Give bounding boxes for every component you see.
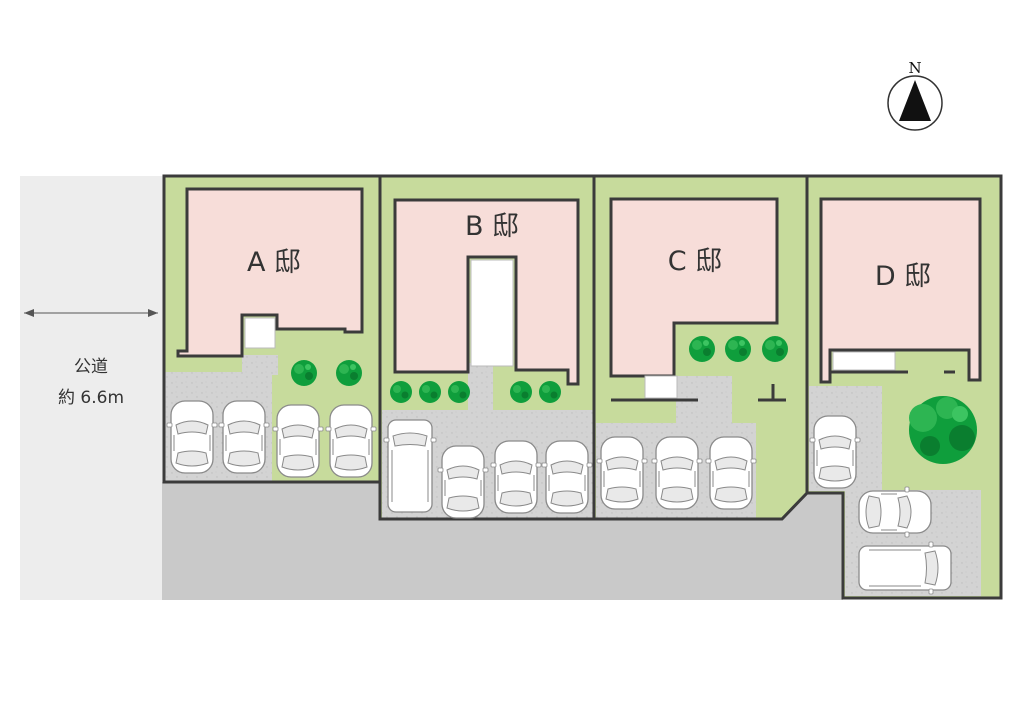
car <box>651 436 703 510</box>
north-compass: N <box>887 59 943 131</box>
road-width-arrow <box>24 309 158 317</box>
lot-b-label: B 邸 <box>465 211 519 242</box>
shrub <box>689 336 715 362</box>
lot-d-house <box>819 197 982 384</box>
lot-d <box>805 174 1003 600</box>
shrub <box>291 360 317 386</box>
lot-a-house <box>176 187 364 358</box>
north-label: N <box>908 59 921 77</box>
lot-a-label: A 邸 <box>247 247 301 278</box>
lot-b-house <box>393 198 580 386</box>
car <box>272 404 324 478</box>
van <box>858 541 952 595</box>
public-road <box>20 176 164 600</box>
lot-d-label: D 邸 <box>875 261 931 292</box>
car <box>325 404 377 478</box>
car <box>437 445 489 519</box>
private-road <box>162 482 843 600</box>
car <box>490 440 542 514</box>
van <box>383 419 437 513</box>
car <box>809 415 861 489</box>
shrub <box>510 381 532 403</box>
car <box>541 440 593 514</box>
shrub <box>448 381 470 403</box>
north-arrow-icon <box>899 80 931 121</box>
car <box>218 400 270 474</box>
shrub <box>419 381 441 403</box>
shrub <box>725 336 751 362</box>
car <box>596 436 648 510</box>
road-width: 約 6.6m <box>58 388 124 408</box>
shrub <box>390 381 412 403</box>
tree <box>909 396 977 464</box>
car <box>705 436 757 510</box>
lot-c-label: C 邸 <box>668 246 722 277</box>
shrub <box>539 381 561 403</box>
lot-c-house <box>609 197 779 378</box>
car <box>858 486 932 538</box>
shrub <box>336 360 362 386</box>
car <box>166 400 218 474</box>
road-name: 公道 <box>74 357 108 377</box>
shrub <box>762 336 788 362</box>
